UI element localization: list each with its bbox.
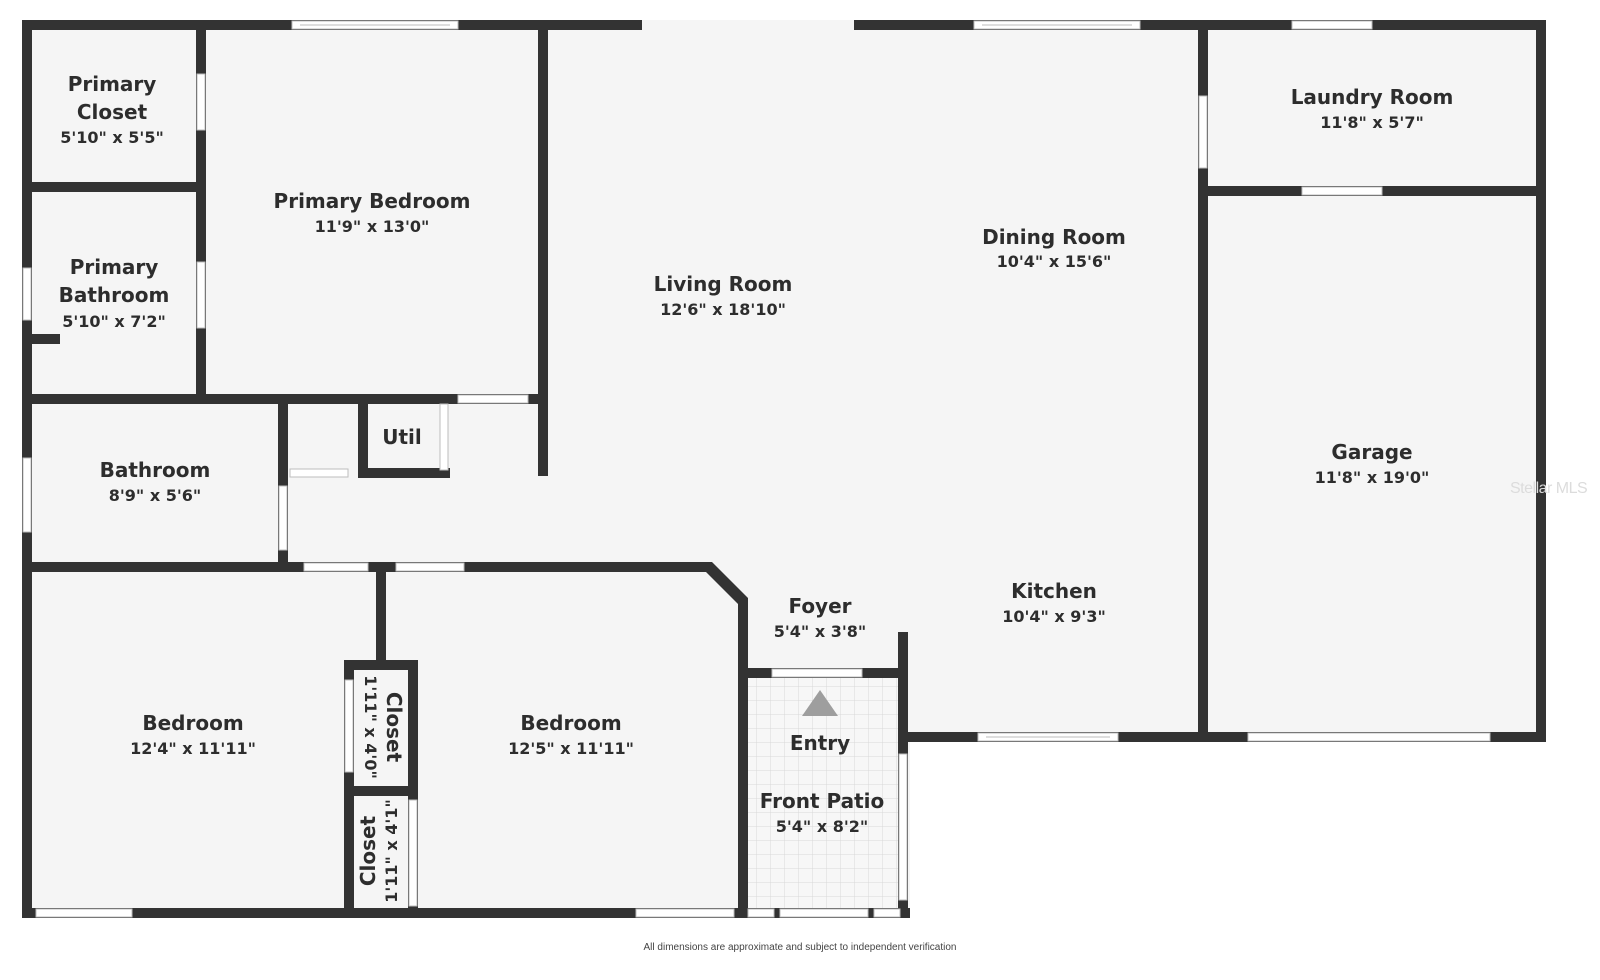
room-dimensions: 12'6" x 18'10"	[660, 300, 786, 319]
room-kitchen: Kitchen 10'4" x 9'3"	[1002, 579, 1106, 626]
floor-areas	[26, 26, 1544, 916]
room-laundry-room: Laundry Room 11'8" x 5'7"	[1291, 85, 1454, 132]
room-dimensions: 1'11" x 4'1"	[382, 799, 401, 903]
room-name: Closet	[382, 692, 406, 763]
room-dimensions: 1'11" x 4'0"	[361, 675, 380, 779]
room-name: Primary	[68, 72, 157, 96]
room-name: Primary	[70, 255, 159, 279]
room-dimensions: 5'4" x 3'8"	[774, 622, 866, 641]
room-dimensions: 8'9" x 5'6"	[109, 486, 201, 505]
room-name: Bedroom	[520, 711, 621, 735]
room-name: Bathroom	[100, 458, 211, 482]
windows	[22, 20, 1491, 918]
room-dimensions: 12'5" x 11'11"	[508, 739, 634, 758]
room-dimensions: 5'10" x 7'2"	[62, 312, 166, 331]
room-primary-bedroom: Primary Bedroom 11'9" x 13'0"	[274, 189, 471, 236]
room-name: Dining Room	[982, 225, 1126, 249]
room-name: Laundry Room	[1291, 85, 1454, 109]
room-primary-closet: Primary Closet 5'10" x 5'5"	[60, 72, 164, 147]
room-dimensions: 5'4" x 8'2"	[776, 817, 868, 836]
room-bathroom: Bathroom 8'9" x 5'6"	[100, 458, 211, 505]
room-garage: Garage 11'8" x 19'0"	[1315, 440, 1430, 487]
watermark: Stellar MLS	[1510, 480, 1588, 497]
room-name: Bedroom	[142, 711, 243, 735]
room-dimensions: 10'4" x 9'3"	[1002, 607, 1106, 626]
room-dimensions: 11'8" x 5'7"	[1320, 113, 1424, 132]
room-foyer: Foyer 5'4" x 3'8"	[774, 594, 866, 641]
room-closet-lower: Closet 1'11" x 4'1"	[356, 799, 401, 903]
room-front-patio: Front Patio 5'4" x 8'2"	[760, 789, 885, 836]
room-closet-upper: Closet 1'11" x 4'0"	[361, 675, 406, 779]
room-bedroom-left: Bedroom 12'4" x 11'11"	[130, 711, 256, 758]
room-name: Living Room	[654, 272, 793, 296]
room-dimensions: 5'10" x 5'5"	[60, 128, 164, 147]
room-name: Closet	[356, 815, 380, 886]
room-name: Bathroom	[59, 283, 170, 307]
room-bedroom-right: Bedroom 12'5" x 11'11"	[508, 711, 634, 758]
room-entry: Entry	[790, 731, 850, 755]
room-name: Front Patio	[760, 789, 885, 813]
room-dimensions: 11'8" x 19'0"	[1315, 468, 1430, 487]
room-dimensions: 12'4" x 11'11"	[130, 739, 256, 758]
room-primary-bathroom: Primary Bathroom 5'10" x 7'2"	[59, 255, 170, 331]
room-name: Garage	[1331, 440, 1412, 464]
entry-arrow-icon	[802, 690, 838, 716]
room-dimensions: 11'9" x 13'0"	[315, 217, 430, 236]
room-dining-room: Dining Room 10'4" x 15'6"	[982, 225, 1126, 271]
disclaimer-text: All dimensions are approximate and subje…	[643, 942, 957, 953]
room-name: Foyer	[788, 594, 851, 618]
room-dimensions: 10'4" x 15'6"	[997, 252, 1112, 271]
room-name: Closet	[77, 100, 148, 124]
room-util: Util	[382, 425, 422, 449]
room-living-room: Living Room 12'6" x 18'10"	[654, 272, 793, 319]
room-name: Kitchen	[1011, 579, 1097, 603]
room-name: Util	[382, 425, 422, 449]
room-name: Primary Bedroom	[274, 189, 471, 213]
room-name: Entry	[790, 731, 850, 755]
